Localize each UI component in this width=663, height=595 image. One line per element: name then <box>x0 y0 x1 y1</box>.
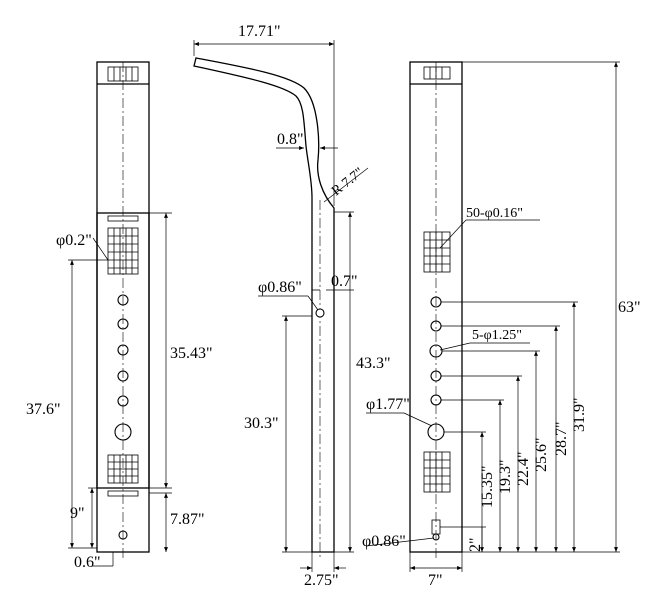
rear-jet4-label: 22.4" <box>515 451 532 486</box>
rear-jet2-label: 28.7" <box>553 421 570 456</box>
side-view: 17.71" 0.8" R 7.7" φ0.86" 0.7" 43.3" 30.… <box>193 23 391 589</box>
side-outlet-offset-label: 0.7" <box>331 273 358 290</box>
front-base-panel-label: 7.87" <box>170 511 205 528</box>
rear-large-outlet-label: φ1.77" <box>366 396 410 413</box>
rear-rain-grid-bottom-lines <box>424 452 450 492</box>
rear-rain-grid-top <box>423 231 451 273</box>
side-depth-label: 2.75" <box>304 572 339 589</box>
rear-rain-holes-label: 50-φ0.16" <box>466 206 523 221</box>
rear-rain-grid-top-lines <box>424 232 450 272</box>
rear-jets-leader <box>439 342 471 351</box>
front-base-height-label: 9" <box>70 505 85 522</box>
rear-jets-label: 5-φ1.25" <box>472 328 522 343</box>
front-nozzle-leader <box>92 237 109 261</box>
side-arm-thickness-label: 0.8" <box>277 131 304 148</box>
rear-rain-grid-bottom <box>423 451 451 493</box>
front-view: φ0.2" 35.43" 37.6" 9" 7.87" 0.6" <box>26 61 213 571</box>
side-outlet <box>315 308 325 318</box>
side-radius-leader <box>323 167 369 203</box>
rear-view: 50-φ0.16" 5-φ1.25" φ1.77" 63" 31.9" 28.7… <box>362 61 641 589</box>
rear-rain-leader <box>439 219 467 249</box>
front-top-slot <box>107 215 139 222</box>
side-bend-radius-label: R 7.7" <box>329 165 367 199</box>
front-nozzle-dia-label: φ0.2" <box>56 232 92 249</box>
rear-head-slots <box>423 66 451 80</box>
front-jet-height-label: 37.6" <box>26 401 61 418</box>
rear-large-leader <box>403 412 433 427</box>
side-outlet-leader <box>307 295 319 311</box>
rear-large-label: 19.3" <box>497 459 514 494</box>
side-outlet-dia-label: φ0.86" <box>258 279 302 296</box>
rear-total-height-label: 63" <box>618 299 641 316</box>
front-bottom-offset-label: 0.6" <box>74 554 101 571</box>
rear-width-label: 7" <box>428 572 443 589</box>
side-body-height-label: 43.3" <box>356 355 391 372</box>
front-jets <box>114 294 132 441</box>
rear-lower-label: 15.35" <box>479 465 496 508</box>
side-body-outline <box>193 57 335 553</box>
rear-bottom-height-label: 2" <box>467 537 484 552</box>
front-panel-height-label: 35.43" <box>170 345 213 362</box>
rear-jet3-label: 25.6" <box>533 437 550 472</box>
rear-bottom-outlet-label: φ0.86" <box>362 533 406 550</box>
rear-jet1-label: 31.9" <box>571 397 588 432</box>
front-rain-grid-bottom-lines <box>108 455 138 483</box>
rear-bottom-leader <box>365 537 435 547</box>
side-arm-length-label: 17.71" <box>238 23 281 40</box>
rear-jets <box>427 296 445 441</box>
side-outlet-height-label: 30.3" <box>244 415 279 432</box>
